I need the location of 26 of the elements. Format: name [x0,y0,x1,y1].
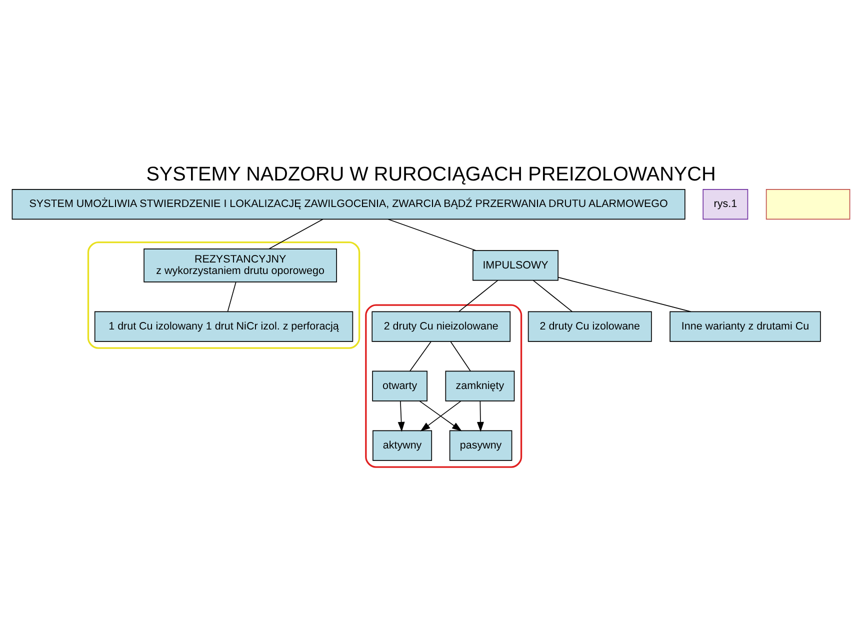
connector [532,280,573,312]
connector [227,282,236,312]
node-box: otwarty [372,370,428,402]
node-box: Inne warianty z drutami Cu [670,311,821,342]
node-box: pasywny [449,430,512,461]
node-box: aktywny [372,430,432,461]
connector [409,341,432,372]
node-box: 2 druty Cu nieizolowane [372,311,511,342]
arrow [476,400,484,432]
cluster [365,304,522,468]
cluster [87,241,360,349]
diagram-title: SYSTEMY NADZORU W RUROCIĄGACH PREIZOLOWANYCH [146,163,716,186]
node-box: 2 druty Cu izolowane [528,311,652,342]
connector [558,276,692,312]
node-box: SYSTEM UMOŻLIWIA STWIERDZENIE I LOKALIZACJĘ ZAWILGOCENIA, ZWARCIA BĄDŹ PRZERWANIA DRUTU ALARMOWEGO [12,189,686,220]
node-box: zamknięty [445,370,515,402]
node-box: rys.1 [702,189,748,220]
connector [458,280,498,312]
connector [388,218,476,251]
connector [268,218,324,250]
node-box: REZYSTANCYJNY z wykorzystaniem drutu oporowego [144,248,337,282]
arrow [398,400,405,432]
connector [450,341,471,372]
node-box: 1 drut Cu izolowany 1 drut NiCr izol. z perforacją [94,311,354,342]
node-box [766,189,850,220]
node-box: IMPULSOWY [472,250,558,281]
